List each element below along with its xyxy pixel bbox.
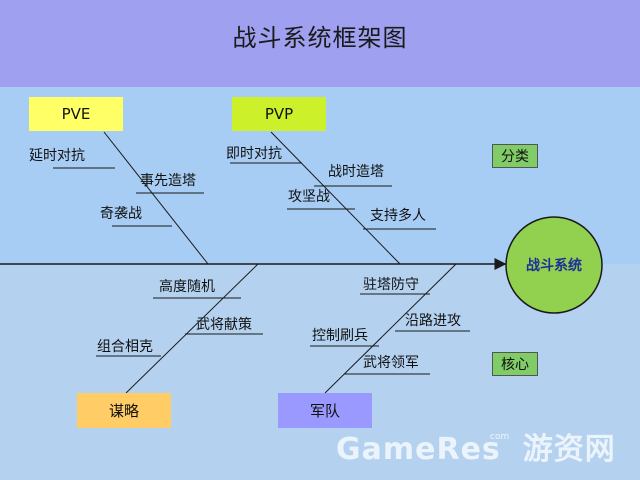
watermark-text: GameRes (336, 432, 501, 467)
pvp-item-label: 支持多人 (370, 208, 426, 224)
pvp-bone (270, 131, 401, 265)
strategy-item-label: 武将献策 (196, 317, 252, 333)
category-tag: 分类 (492, 144, 538, 168)
strategy-bone (125, 263, 259, 394)
pve-item-label: 延时对抗 (29, 148, 85, 164)
army-item-label: 控制刷兵 (312, 328, 368, 344)
pve-item-label: 事先造塔 (140, 173, 196, 189)
army-item-label: 驻塔防守 (363, 277, 419, 293)
pvp-item-label: 战时造塔 (328, 164, 384, 180)
watermark-dot: com (490, 432, 510, 442)
strategy-box: 谋略 (77, 393, 171, 428)
pve-box: PVE (29, 97, 123, 131)
pvp-box: PVP (232, 97, 326, 131)
pve-bone (103, 131, 209, 265)
title-band (0, 0, 640, 87)
army-item-label: 武将领军 (363, 355, 419, 371)
pvp-item-label: 即时对抗 (226, 146, 282, 162)
army-bone (324, 263, 457, 394)
army-box: 军队 (278, 393, 372, 428)
watermark: GameRes 游资网 (336, 424, 616, 468)
army-item-label: 沿路进攻 (405, 313, 461, 329)
pve-item-label: 奇袭战 (100, 206, 142, 222)
head-label: 战斗系统 (526, 258, 582, 274)
page-title: 战斗系统框架图 (232, 24, 408, 52)
strategy-item-label: 组合相克 (97, 339, 153, 355)
head-circle (505, 216, 603, 314)
watermark-suffix: 游资网 (522, 432, 616, 467)
core-tag: 核心 (492, 352, 538, 376)
pvp-item-label: 攻坚战 (288, 189, 330, 205)
strategy-item-label: 高度随机 (159, 279, 215, 295)
